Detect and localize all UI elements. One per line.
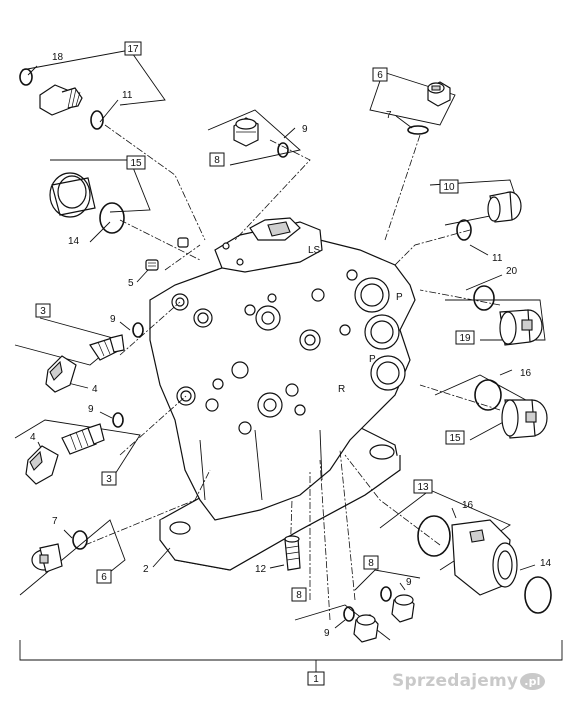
assembly-center-lines bbox=[84, 124, 501, 621]
callout-5: 5 bbox=[128, 278, 134, 289]
callout-2: 2 bbox=[143, 564, 149, 575]
plug-15-right bbox=[501, 399, 548, 439]
callout-1: 1 bbox=[313, 674, 319, 685]
watermark-text: Sprzedajemy bbox=[392, 671, 519, 691]
cap-4-top bbox=[45, 355, 77, 393]
callout-13: 13 bbox=[417, 482, 429, 493]
r-port-mark: R bbox=[338, 384, 345, 395]
plug-8-low-left bbox=[353, 614, 379, 643]
callout-4: 4 bbox=[92, 384, 98, 395]
callout-8: 8 bbox=[296, 590, 302, 601]
o-ring-7-low bbox=[72, 530, 88, 550]
plug-6-top bbox=[427, 81, 451, 107]
o-ring-9-lowc bbox=[343, 606, 355, 622]
o-ring-16-low bbox=[417, 515, 451, 557]
o-ring-7-top bbox=[407, 125, 429, 135]
plug-5 bbox=[145, 259, 159, 271]
callout-8: 8 bbox=[368, 558, 374, 569]
callout-19: 19 bbox=[459, 333, 471, 344]
callout-17: 17 bbox=[127, 44, 139, 55]
callout-11: 11 bbox=[122, 90, 133, 101]
o-ring-9-top bbox=[277, 142, 289, 158]
o-ring-18 bbox=[19, 68, 33, 86]
callout-7: 7 bbox=[52, 516, 58, 527]
callout-16: 16 bbox=[520, 368, 532, 379]
callout-7: 7 bbox=[386, 110, 392, 121]
callout-9: 9 bbox=[110, 314, 116, 325]
plug-small-top bbox=[177, 237, 189, 248]
watermark: Sprzedajemy .pl bbox=[392, 664, 572, 698]
watermark-suffix: .pl bbox=[520, 672, 545, 690]
plug-8-top bbox=[233, 117, 259, 147]
o-ring-9-low bbox=[112, 412, 124, 428]
o-ring-14-low bbox=[524, 576, 552, 614]
ls-port-mark: LS bbox=[308, 245, 321, 256]
callout-6: 6 bbox=[377, 70, 383, 81]
callout-9: 9 bbox=[324, 628, 330, 639]
callout-15: 15 bbox=[130, 158, 142, 169]
callout-3: 3 bbox=[106, 474, 112, 485]
o-ring-11-top bbox=[90, 110, 104, 130]
plug-6-low bbox=[31, 543, 63, 573]
o-ring-14-left bbox=[99, 202, 125, 234]
plug-10-right bbox=[487, 191, 522, 223]
plug-15-left bbox=[49, 172, 96, 218]
callout-9: 9 bbox=[88, 404, 94, 415]
callout-9: 9 bbox=[406, 577, 412, 588]
callout-4: 4 bbox=[30, 432, 36, 443]
plug-19 bbox=[499, 309, 543, 346]
fitting-3-low bbox=[61, 423, 105, 455]
p-port-mark: P bbox=[396, 292, 403, 303]
callout-20: 20 bbox=[506, 266, 518, 277]
callout-11: 11 bbox=[492, 253, 503, 264]
adapter-13 bbox=[451, 519, 518, 596]
p-port-mark-2: P bbox=[369, 354, 376, 365]
stud-12 bbox=[284, 535, 301, 571]
callout-labels: 17 18 11 6 7 8 9 15 14 10 11 5 20 19 3 9… bbox=[30, 41, 552, 686]
callout-3: 3 bbox=[40, 306, 46, 317]
fitting-3-top bbox=[89, 334, 125, 361]
fitting-18 bbox=[39, 84, 83, 116]
callout-9: 9 bbox=[302, 124, 308, 135]
cap-4-low bbox=[25, 445, 59, 485]
callout-16: 16 bbox=[462, 500, 474, 511]
o-ring-9-mid bbox=[132, 322, 144, 338]
valve-housing: LS P P R bbox=[149, 217, 416, 571]
callout-8: 8 bbox=[214, 155, 220, 166]
callout-10: 10 bbox=[443, 182, 455, 193]
callout-15: 15 bbox=[449, 433, 461, 444]
callout-14: 14 bbox=[540, 558, 552, 569]
callout-12: 12 bbox=[255, 564, 267, 575]
callout-6: 6 bbox=[101, 572, 107, 583]
o-ring-9-lowb bbox=[380, 586, 392, 602]
o-ring-16-right bbox=[474, 379, 502, 411]
o-ring-20 bbox=[473, 285, 495, 311]
callout-14: 14 bbox=[68, 236, 80, 247]
callout-18: 18 bbox=[52, 52, 64, 63]
o-ring-11-right bbox=[456, 219, 472, 241]
plug-8-low-right bbox=[391, 594, 415, 623]
